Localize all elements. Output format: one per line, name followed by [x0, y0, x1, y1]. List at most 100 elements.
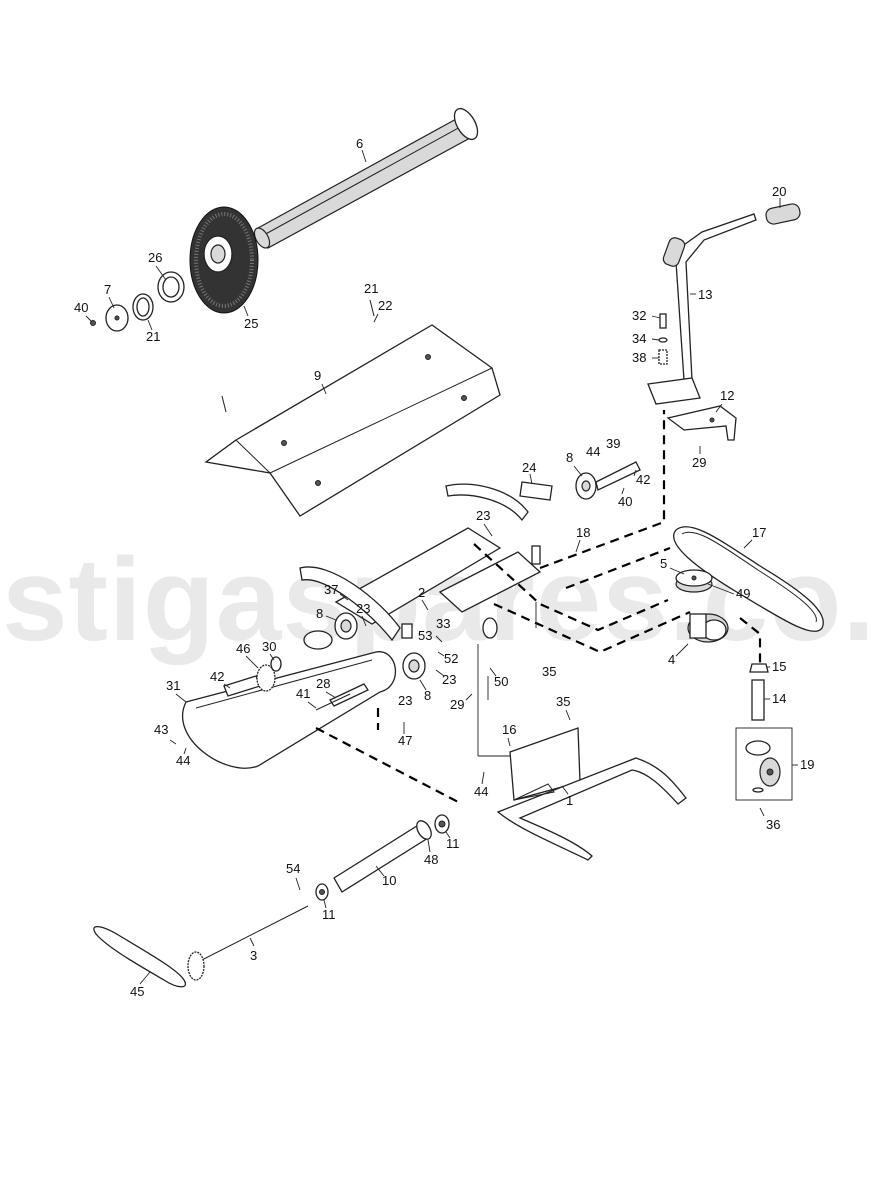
- label-30: 30: [262, 639, 276, 654]
- label-35-low: 35: [556, 694, 570, 709]
- bush-11-lower-part: [315, 883, 329, 901]
- label-28: 28: [316, 676, 330, 691]
- label-10: 10: [382, 873, 396, 888]
- label-32: 32: [632, 308, 646, 323]
- label-16: 16: [502, 722, 516, 737]
- roller-shaft-part: [253, 107, 479, 249]
- pulley-5-part: [675, 569, 713, 593]
- label-8-left: 8: [316, 606, 323, 621]
- gearbox-4-part: [687, 613, 729, 643]
- connection-lines: [315, 410, 762, 805]
- chain-45-part: [93, 926, 187, 988]
- label-17: 17: [752, 525, 766, 540]
- label-9: 9: [314, 368, 321, 383]
- label-8-mid: 8: [424, 688, 431, 703]
- bush-11-upper-part: [434, 814, 450, 834]
- label-53: 53: [418, 628, 432, 643]
- washer-30-part: [270, 656, 282, 672]
- circlip-ring-part: [132, 293, 154, 321]
- label-44-top: 44: [586, 444, 600, 459]
- label-31: 31: [166, 678, 180, 693]
- label-41: 41: [296, 686, 310, 701]
- tube-10-part: [333, 820, 432, 893]
- label-24: 24: [522, 460, 536, 475]
- cover-plate-part: [204, 299, 501, 517]
- label-42-right: 42: [636, 472, 650, 487]
- shaft-41-part: [315, 693, 351, 711]
- flange-bearing-a-part: [334, 612, 358, 640]
- label-11-low: 11: [322, 907, 336, 922]
- label-29-mid: 29: [450, 697, 464, 712]
- label-35-mid: 35: [542, 664, 556, 679]
- spring-38-part: [658, 349, 668, 365]
- label-47: 47: [398, 733, 412, 748]
- label-4: 4: [668, 652, 675, 667]
- label-50: 50: [494, 674, 508, 689]
- bracket-24-part: [519, 481, 553, 501]
- label-7: 7: [104, 282, 111, 297]
- label-48: 48: [424, 852, 438, 867]
- mounting-bracket-part: [496, 727, 687, 861]
- label-54: 54: [286, 861, 300, 876]
- label-25: 25: [244, 316, 258, 331]
- label-19: 19: [800, 757, 814, 772]
- label-21-top: 21: [364, 281, 378, 296]
- label-43: 43: [154, 722, 168, 737]
- label-1: 1: [566, 793, 573, 808]
- flange-bearing-b-part: [402, 652, 426, 680]
- label-37: 37: [324, 582, 338, 597]
- label-15: 15: [772, 659, 786, 674]
- label-20: 20: [772, 184, 786, 199]
- sprocket-46-part: [256, 664, 276, 692]
- label-23-top: 23: [476, 508, 490, 523]
- label-3: 3: [250, 948, 257, 963]
- caster-stem-part: [751, 679, 765, 721]
- label-38: 38: [632, 350, 646, 365]
- label-23-mid: 23: [356, 601, 370, 616]
- label-18: 18: [576, 525, 590, 540]
- label-40-left: 40: [74, 300, 88, 315]
- chain-case-part: [182, 630, 396, 769]
- drive-shaft-3-part: [187, 905, 309, 981]
- label-5: 5: [660, 556, 667, 571]
- callouts: 6 20 13 26 7 40 21 25 21 22 32 34 38 9 1…: [74, 136, 814, 999]
- label-36: 36: [766, 817, 780, 832]
- label-49: 49: [736, 586, 750, 601]
- label-44-low: 44: [474, 784, 488, 799]
- handle-lever-part: [647, 213, 757, 405]
- label-52: 52: [444, 651, 458, 666]
- label-11-top: 11: [446, 836, 460, 851]
- caster-wheel-part: [735, 727, 793, 801]
- pin-32-part: [659, 313, 667, 329]
- label-2: 2: [418, 585, 425, 600]
- label-13: 13: [698, 287, 712, 302]
- bearing-ring-part: [157, 271, 185, 303]
- label-40-right: 40: [618, 494, 632, 509]
- flange-washer-part: [105, 304, 129, 332]
- label-23-right: 23: [442, 672, 456, 687]
- assembly-lines: [477, 602, 537, 757]
- label-26: 26: [148, 250, 162, 265]
- label-34: 34: [632, 331, 646, 346]
- label-14: 14: [772, 691, 786, 706]
- washer-34-part: [658, 337, 668, 343]
- label-12: 12: [720, 388, 734, 403]
- nut-15-part: [749, 663, 769, 673]
- label-39: 39: [606, 436, 620, 451]
- flange-bearing-c-part: [575, 461, 641, 500]
- brush-disc-part: [189, 206, 259, 314]
- main-frame-part: [299, 483, 542, 642]
- handle-grip-part: [765, 203, 801, 225]
- label-42-left: 42: [210, 669, 224, 684]
- label-46: 46: [236, 641, 250, 656]
- label-8-right: 8: [566, 450, 573, 465]
- label-22: 22: [378, 298, 392, 313]
- label-44-left: 44: [176, 753, 190, 768]
- label-23-low: 23: [398, 693, 412, 708]
- label-29-right: 29: [692, 455, 706, 470]
- label-6: 6: [356, 136, 363, 151]
- bracket-12-part: [666, 405, 737, 441]
- label-33: 33: [436, 616, 450, 631]
- label-21-left: 21: [146, 329, 160, 344]
